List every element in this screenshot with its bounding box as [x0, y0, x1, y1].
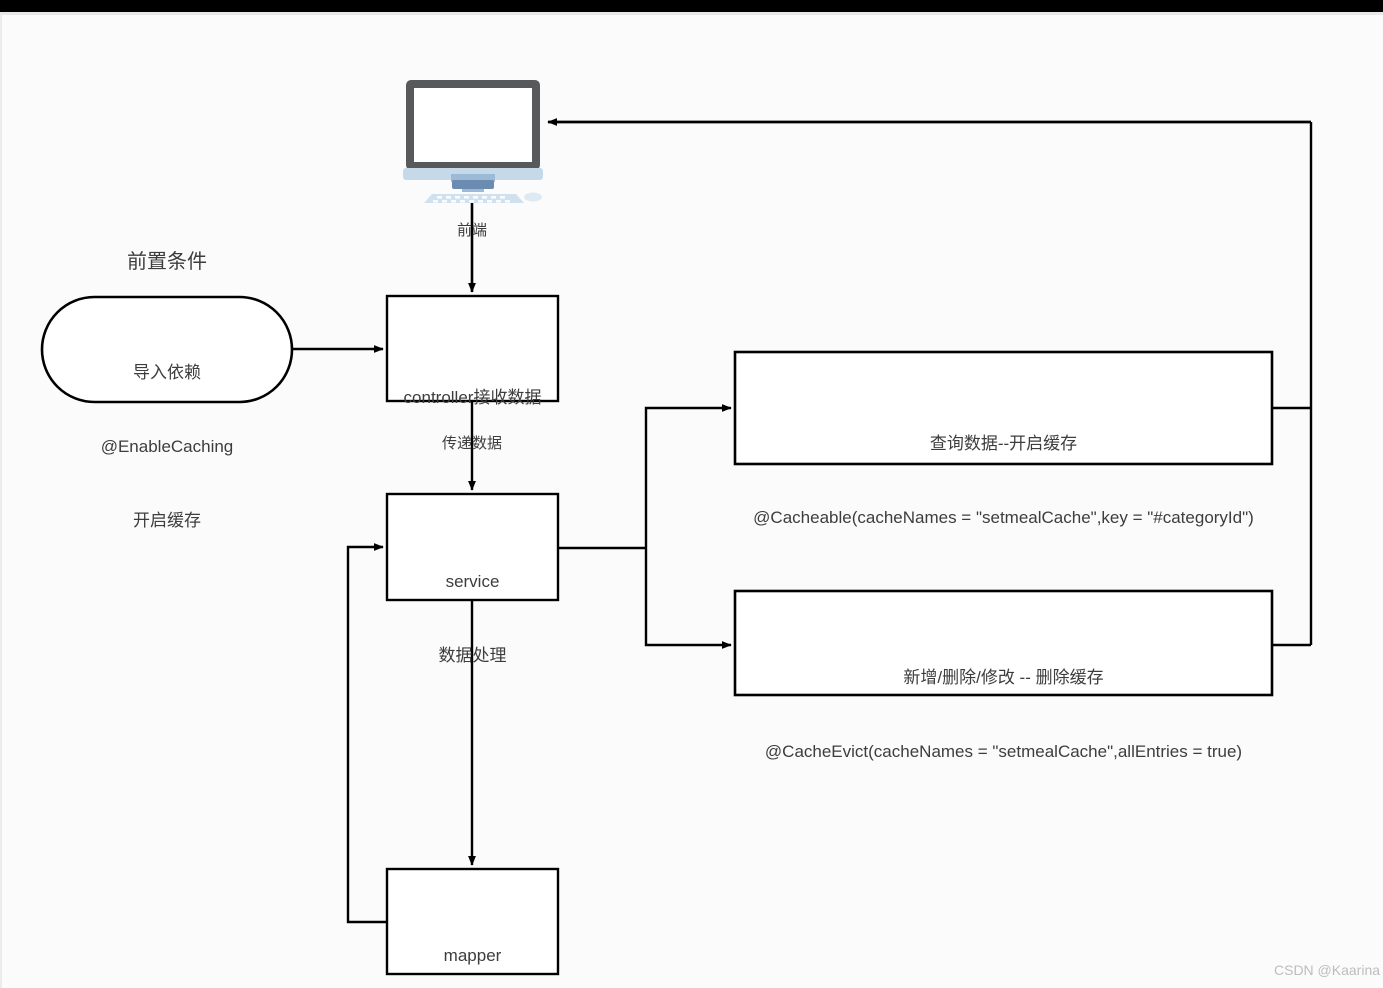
edge-service-to-cacheable — [644, 404, 732, 548]
cacheable-line-2: @Cacheable(cacheNames = "setmealCache",k… — [753, 508, 1254, 528]
desktop-monitor-icon — [403, 80, 543, 203]
service-line-2: 数据处理 — [438, 646, 507, 666]
edge-service-to-cacheevict — [644, 548, 732, 649]
precondition-section-title: 前置条件 — [127, 251, 207, 273]
precondition-line-1: 导入依赖 — [133, 363, 201, 383]
precondition-line-2: @EnableCaching — [100, 437, 234, 457]
node-controller-label: controller接收数据 — [387, 337, 558, 460]
node-cacheevict-shape[interactable] — [733, 589, 1274, 697]
node-precondition-label: 导入依赖 @EnableCaching 开启缓存 — [42, 312, 292, 583]
service-line-1: service — [445, 572, 500, 592]
watermark-text: CSDN @Kaarina — [1274, 962, 1381, 978]
cacheable-line-1: 查询数据--开启缓存 — [929, 434, 1078, 454]
node-service-label: service 数据处理 — [387, 521, 558, 718]
controller-line-1: controller接收数据 — [403, 388, 542, 408]
edge-mapper-to-service — [346, 543, 387, 924]
node-cacheable-label: 查询数据--开启缓存 @Cacheable(cacheNames = "setm… — [735, 383, 1272, 580]
cacheevict-line-1: 新增/删除/修改 -- 删除缓存 — [903, 668, 1104, 688]
node-cacheevict-label: 新增/删除/修改 -- 删除缓存 @CacheEvict(cacheNames … — [735, 617, 1272, 814]
node-mapper-shape[interactable] — [385, 867, 560, 976]
left-edge-border — [0, 15, 2, 988]
node-mapper-label: mapper 数据库处理 — [387, 895, 558, 988]
cacheevict-line-2: @CacheEvict(cacheNames = "setmealCache",… — [764, 742, 1243, 762]
node-controller-shape[interactable] — [385, 294, 560, 403]
edge-label-frontend: 前端 — [456, 222, 487, 239]
top-separator — [0, 12, 1383, 15]
precondition-line-3: 开启缓存 — [133, 511, 201, 531]
node-precondition-shape[interactable] — [40, 295, 294, 404]
top-black-bar — [0, 0, 1383, 12]
mapper-line-1: mapper — [443, 946, 502, 966]
node-cacheable-shape[interactable] — [733, 350, 1274, 466]
edge-label-transfer-data: 传递数据 — [441, 435, 502, 452]
node-service-shape[interactable] — [385, 492, 560, 602]
